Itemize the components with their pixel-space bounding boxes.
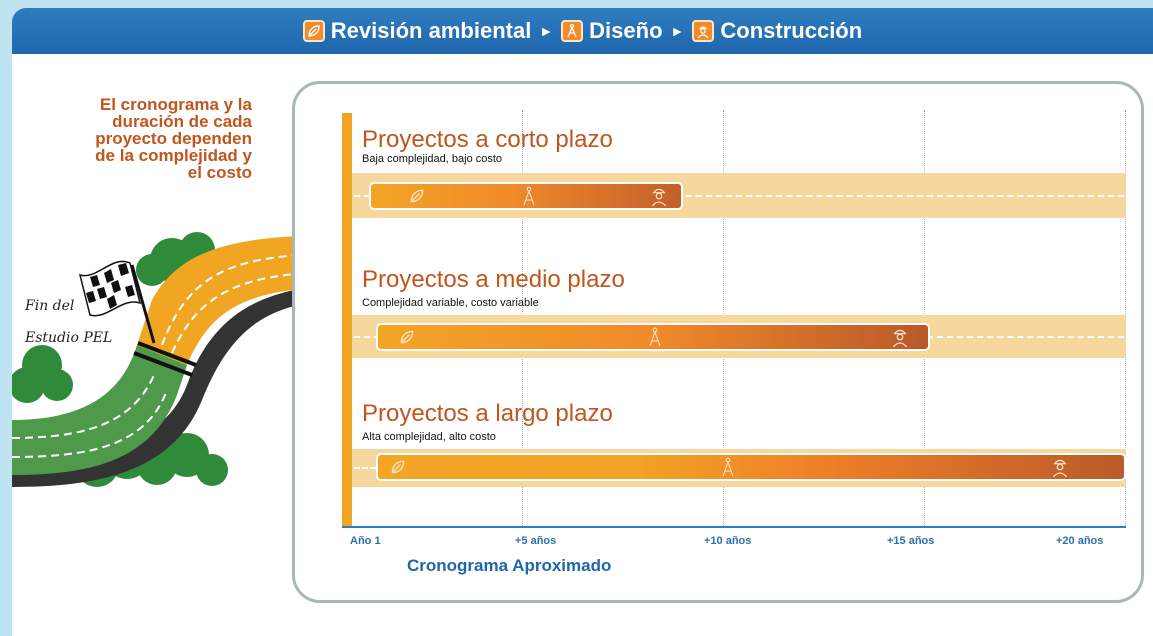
step-construction: Construcción <box>720 18 863 43</box>
pel-end-label-line2: Estudio PEL <box>25 330 113 346</box>
step-arrow: ► <box>539 23 554 39</box>
tick-label: +10 años <box>704 535 752 547</box>
tick-label: +5 años <box>515 535 557 547</box>
section-title-short: Proyectos a corto plazo <box>362 126 613 153</box>
axis-title: Cronograma Aproximado <box>407 556 612 575</box>
lane-dashes <box>354 195 1124 197</box>
section-subtitle-short: Baja complejidad, bajo costo <box>362 153 503 165</box>
timeline-axis <box>342 526 1126 528</box>
leaf-icon <box>400 330 414 344</box>
compass-icon <box>722 457 734 477</box>
step-environmental-review: Revisión ambiental <box>330 18 532 43</box>
tick-label: Año 1 <box>350 535 381 547</box>
compass-icon <box>561 20 584 42</box>
process-header: Revisión ambiental ► Diseño ► Construcci… <box>12 8 1153 54</box>
worker-icon <box>692 20 715 42</box>
leaf-icon <box>391 460 405 474</box>
step-arrow: ► <box>670 23 685 39</box>
worker-icon <box>651 188 667 207</box>
side-note: El cronograma y la duración de cada proy… <box>95 95 252 182</box>
tick-label: +15 años <box>887 535 935 547</box>
bar-long-term <box>376 453 1126 481</box>
section-title-long: Proyectos a largo plazo <box>362 400 613 427</box>
checkered-flag-icon <box>78 260 142 317</box>
timeline-start-bar <box>342 113 352 527</box>
pel-end-label-line1: Fin del <box>25 298 75 314</box>
worker-icon <box>892 329 908 348</box>
compass-icon <box>649 327 661 347</box>
leaf-icon <box>302 20 325 42</box>
worker-icon <box>1052 459 1068 478</box>
compass-icon <box>523 186 535 206</box>
lane-dashes <box>354 467 384 469</box>
tick-label: +20 años <box>1056 535 1104 547</box>
section-subtitle-medium: Complejidad variable, costo variable <box>362 297 539 309</box>
section-title-medium: Proyectos a medio plazo <box>362 266 625 293</box>
step-design: Diseño <box>589 18 663 43</box>
section-subtitle-long: Alta complejidad, alto costo <box>362 431 496 443</box>
leaf-icon <box>410 189 424 203</box>
